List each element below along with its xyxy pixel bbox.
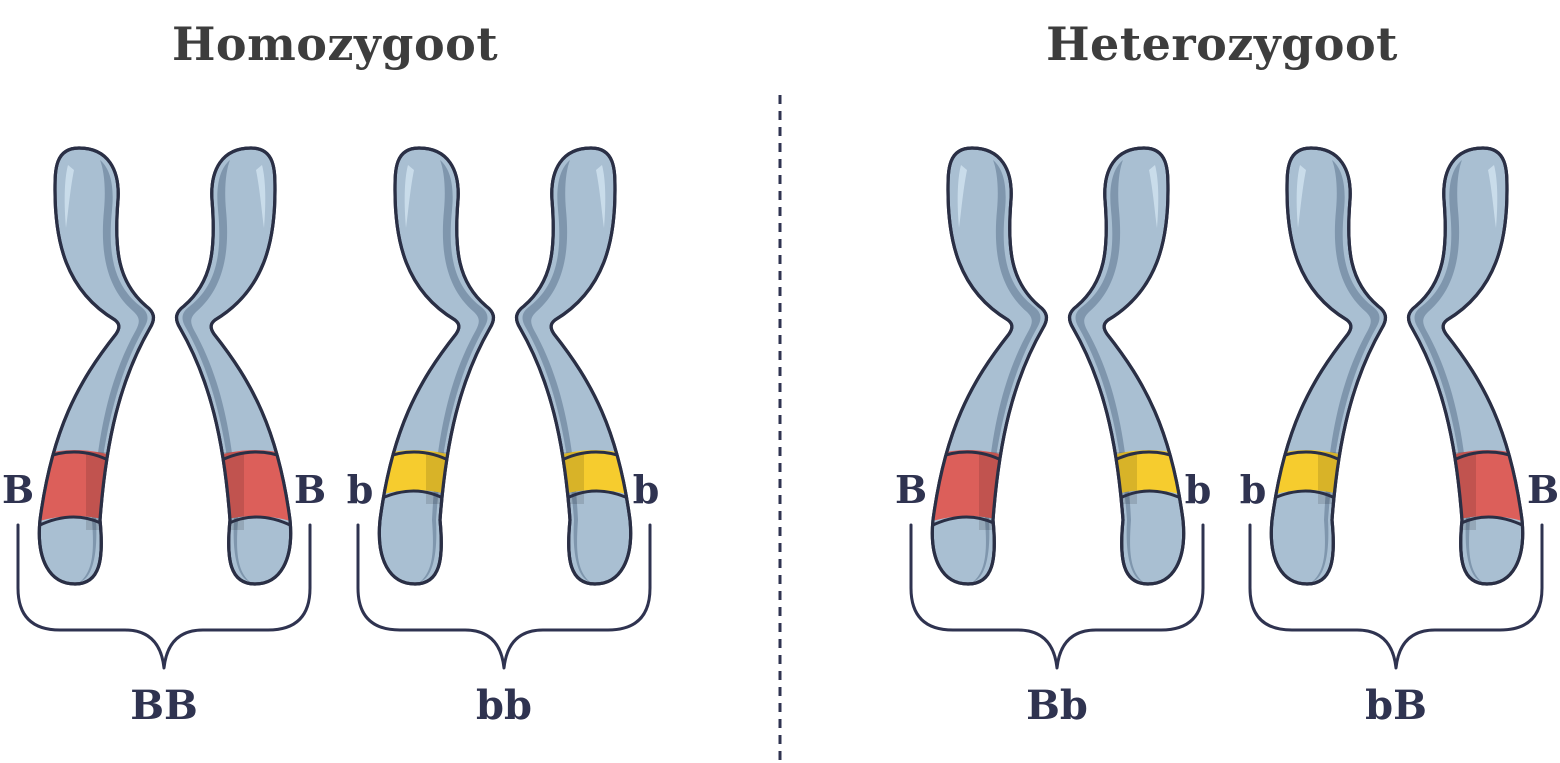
bracket — [909, 523, 1205, 670]
allele-label-right: b — [1185, 467, 1212, 512]
chromosome-left — [1269, 146, 1388, 586]
group-homozygous-dominant: B B BB — [2, 467, 326, 729]
genotype-label: bb — [476, 682, 532, 729]
allele-label-left: B — [2, 467, 34, 512]
bracket — [1248, 523, 1544, 670]
allele-label-left: B — [895, 467, 927, 512]
group-heterozygous-bb-lower: b B bB — [1240, 467, 1559, 729]
bracket — [16, 523, 312, 670]
allele-label-left: b — [347, 467, 374, 512]
title-homozygous: Homozygoot — [172, 17, 498, 71]
allele-label-right: B — [294, 467, 326, 512]
allele-label-right: b — [633, 467, 660, 512]
chromosome-right — [514, 146, 633, 586]
bracket — [356, 523, 652, 670]
title-heterozygous: Heterozygoot — [1046, 17, 1398, 71]
group-homozygous-recessive: b b bb — [347, 467, 660, 729]
chromosome-left — [930, 146, 1049, 586]
group-heterozygous-bb-upper: B b Bb — [895, 467, 1211, 729]
genotype-label: BB — [130, 682, 198, 729]
allele-label-left: b — [1240, 467, 1267, 512]
allele-label-right: B — [1527, 467, 1559, 512]
chromosome-left — [377, 146, 496, 586]
chromosome-right — [1406, 146, 1525, 586]
genotype-label: Bb — [1026, 682, 1088, 729]
chromosome-left — [37, 146, 156, 586]
chromosome-right — [174, 146, 293, 586]
genotype-label: bB — [1365, 682, 1427, 729]
chromosome-right — [1067, 146, 1186, 586]
